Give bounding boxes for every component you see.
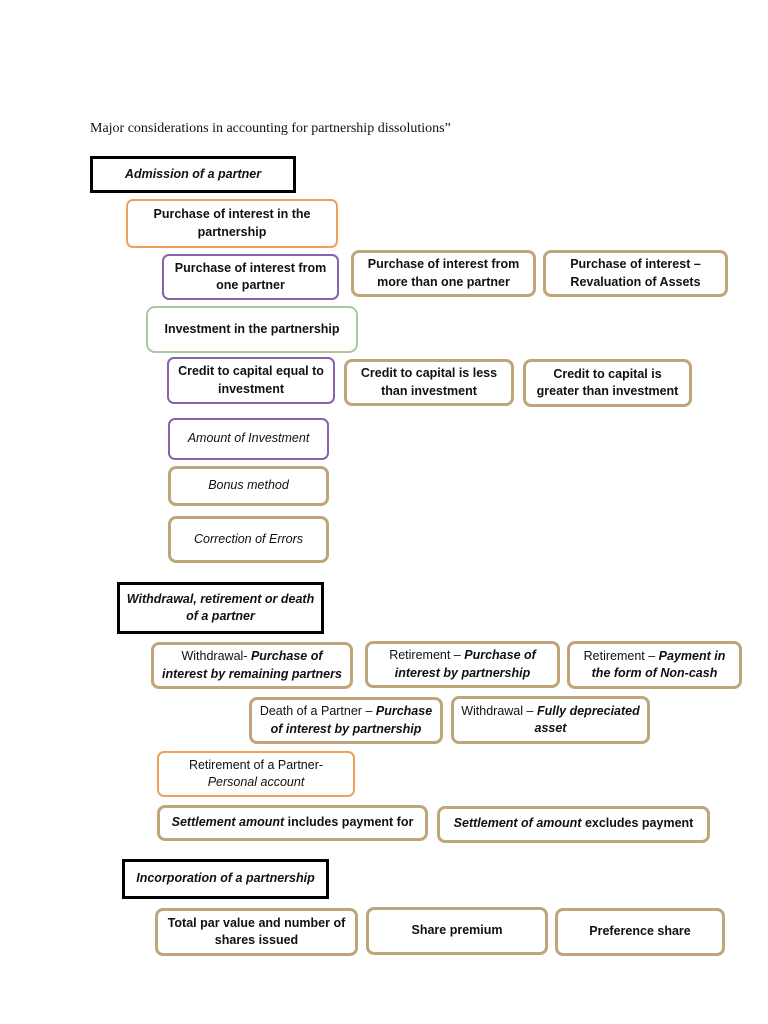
- withdrawal-heading-label: Withdrawal, retirement or death of a par…: [126, 591, 315, 624]
- purchase-from-more-box: Purchase of interest from more than one …: [351, 250, 536, 297]
- retirement-noncash-box: Retirement – Payment in the form of Non-…: [567, 641, 742, 689]
- preference-share-box: Preference share: [555, 908, 725, 956]
- settlement-includes-box: Settlement amount includes payment for: [157, 805, 428, 841]
- incorporation-heading-label: Incorporation of a partnership: [136, 871, 315, 886]
- page-title: Major considerations in accounting for p…: [90, 121, 451, 136]
- retirement-partnership-prefix: Retirement –: [389, 648, 465, 662]
- purchase-from-one-label: Purchase of interest from one partner: [174, 260, 327, 293]
- credit-less-label: Credit to capital is less than investmen…: [360, 366, 498, 398]
- par-value-box: Total par value and number of shares iss…: [155, 908, 358, 956]
- purchase-interest-label: Purchase of interest in the partnership: [153, 207, 311, 239]
- personal-account-text: Retirement of a Partner- Personal accoun…: [189, 757, 323, 792]
- correction-errors-label: Correction of Errors: [193, 531, 304, 546]
- fully-depreciated-prefix: Withdrawal –: [461, 703, 537, 718]
- settlement-excludes-rest: excludes payment: [581, 816, 694, 830]
- retirement-partnership-box: Retirement – Purchase of interest by par…: [365, 641, 560, 688]
- revaluation-box: Purchase of interest – Revaluation of As…: [543, 250, 728, 297]
- investment-box: Investment in the partnership: [146, 306, 358, 353]
- withdrawal-remaining-text: Withdrawal- Purchase of interest by rema…: [160, 648, 344, 683]
- retirement-noncash-text: Retirement – Payment in the form of Non-…: [576, 648, 733, 683]
- settlement-includes-emph: Settlement amount: [171, 815, 285, 829]
- death-partner-prefix: Death of a Partner –: [259, 704, 376, 718]
- incorporation-heading: Incorporation of a partnership: [122, 859, 329, 899]
- fully-depreciated-box: Withdrawal – Fully depreciated asset: [451, 696, 650, 744]
- share-premium-box: Share premium: [366, 907, 548, 955]
- fully-depreciated-text: Withdrawal – Fully depreciated asset: [460, 703, 641, 738]
- credit-greater-box: Credit to capital is greater than invest…: [523, 359, 692, 407]
- correction-errors-box: Correction of Errors: [168, 516, 329, 563]
- personal-account-box: Retirement of a Partner- Personal accoun…: [157, 751, 355, 797]
- withdrawal-remaining-emph: Purchase of interest by remaining partne…: [162, 649, 342, 681]
- retirement-noncash-prefix: Retirement –: [583, 648, 659, 663]
- withdrawal-remaining-box: Withdrawal- Purchase of interest by rema…: [151, 642, 353, 689]
- investment-label: Investment in the partnership: [164, 321, 340, 336]
- bonus-method-label: Bonus method: [208, 478, 289, 493]
- settlement-includes-text: Settlement amount includes payment for: [172, 814, 414, 832]
- purchase-from-more-label: Purchase of interest from more than one …: [367, 257, 520, 289]
- settlement-excludes-emph: Settlement of amount: [453, 816, 582, 830]
- share-premium-label: Share premium: [411, 923, 503, 938]
- withdrawal-heading: Withdrawal, retirement or death of a par…: [117, 582, 324, 634]
- admission-heading: Admission of a partner: [90, 156, 296, 193]
- settlement-includes-rest: includes payment for: [284, 815, 414, 829]
- fully-depreciated-emph: Fully depreciated asset: [534, 703, 640, 736]
- death-partner-box: Death of a Partner – Purchase of interes…: [249, 697, 443, 744]
- personal-account-emph: Personal account: [207, 775, 305, 789]
- credit-equal-label: Credit to capital equal to investment: [178, 364, 324, 396]
- withdrawal-remaining-prefix: Withdrawal-: [181, 649, 251, 663]
- credit-equal-box: Credit to capital equal to investment: [167, 357, 335, 404]
- amount-investment-label: Amount of Investment: [187, 431, 310, 446]
- par-value-label: Total par value and number of shares iss…: [167, 915, 346, 948]
- settlement-excludes-text: Settlement of amount excludes payment: [454, 815, 694, 833]
- retirement-partnership-text: Retirement – Purchase of interest by par…: [374, 647, 551, 682]
- death-partner-text: Death of a Partner – Purchase of interes…: [258, 703, 434, 738]
- bonus-method-box: Bonus method: [168, 466, 329, 506]
- settlement-excludes-box: Settlement of amount excludes payment: [437, 806, 710, 843]
- purchase-from-one-box: Purchase of interest from one partner: [162, 254, 339, 300]
- purchase-interest-box: Purchase of interest in the partnership: [126, 199, 338, 248]
- death-partner-emph: Purchase of interest by partnership: [270, 704, 433, 736]
- admission-heading-label: Admission of a partner: [124, 166, 262, 181]
- personal-account-prefix: Retirement of a Partner-: [188, 757, 324, 772]
- credit-less-box: Credit to capital is less than investmen…: [344, 359, 514, 406]
- credit-greater-label: Credit to capital is greater than invest…: [536, 366, 679, 399]
- amount-investment-box: Amount of Investment: [168, 418, 329, 460]
- preference-share-label: Preference share: [589, 924, 691, 939]
- retirement-partnership-emph: Purchase of interest by partnership: [394, 648, 536, 680]
- retirement-noncash-emph: Payment in the form of Non-cash: [591, 648, 726, 681]
- revaluation-label: Purchase of interest – Revaluation of As…: [570, 257, 701, 289]
